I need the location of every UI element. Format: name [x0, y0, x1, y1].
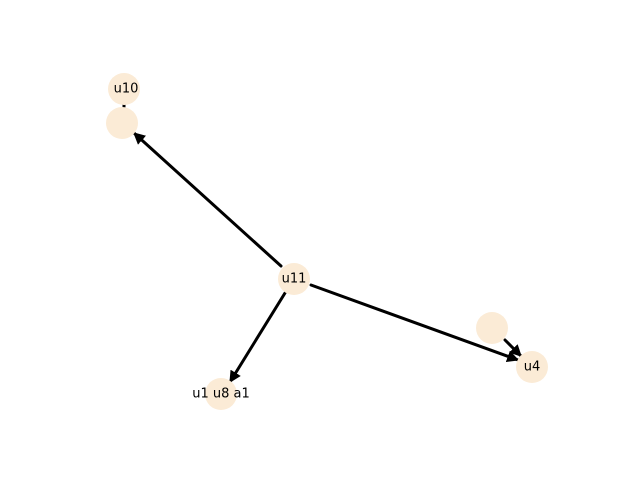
edges-layer	[118, 96, 523, 384]
node-label-u1-u8-a1: u1 u8 a1	[192, 387, 250, 402]
node-unlabeled-right[interactable]	[476, 312, 508, 344]
edge-u11-to-u4	[309, 283, 520, 362]
edge-unlabeled-right-to-u4	[503, 338, 523, 358]
node-u4[interactable]: u4	[516, 351, 548, 383]
node-u11[interactable]: u11	[278, 263, 310, 295]
nodes-layer: u10 u11 u1 u8 a1 u4	[106, 73, 548, 410]
node-label-u10: u10	[114, 82, 139, 97]
node-label-u11: u11	[282, 272, 307, 287]
node-unlabeled-top[interactable]	[106, 107, 138, 139]
edge-u11-to-u1-u8-a1	[228, 291, 287, 384]
edge-u11-to-unlabeled-top	[132, 131, 283, 268]
node-u1-u8-a1[interactable]: u1 u8 a1	[192, 378, 250, 410]
node-u10[interactable]: u10	[108, 73, 140, 105]
node-label-u4: u4	[524, 360, 541, 375]
